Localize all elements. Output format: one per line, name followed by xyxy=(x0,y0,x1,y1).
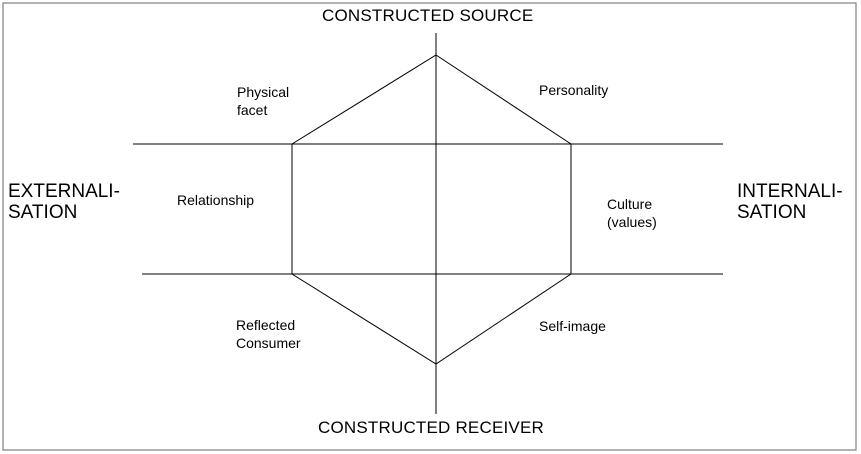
personality-label: Personality xyxy=(539,82,609,98)
right-axis-label: INTERNALI- SATION xyxy=(737,181,843,223)
reflected-consumer-label: Reflected Consumer xyxy=(236,317,301,352)
prism-hexagon xyxy=(291,54,572,365)
top-axis-label: CONSTRUCTED SOURCE xyxy=(322,6,534,25)
physical-facet-label: Physical facet xyxy=(237,84,290,119)
relationship-label: Relationship xyxy=(177,192,255,208)
self-image-label: Self-image xyxy=(539,318,606,334)
left-axis-label: EXTERNALI- SATION xyxy=(8,181,120,223)
bottom-axis-label: CONSTRUCTED RECEIVER xyxy=(318,418,544,437)
culture-label: Culture (values) xyxy=(607,196,657,231)
